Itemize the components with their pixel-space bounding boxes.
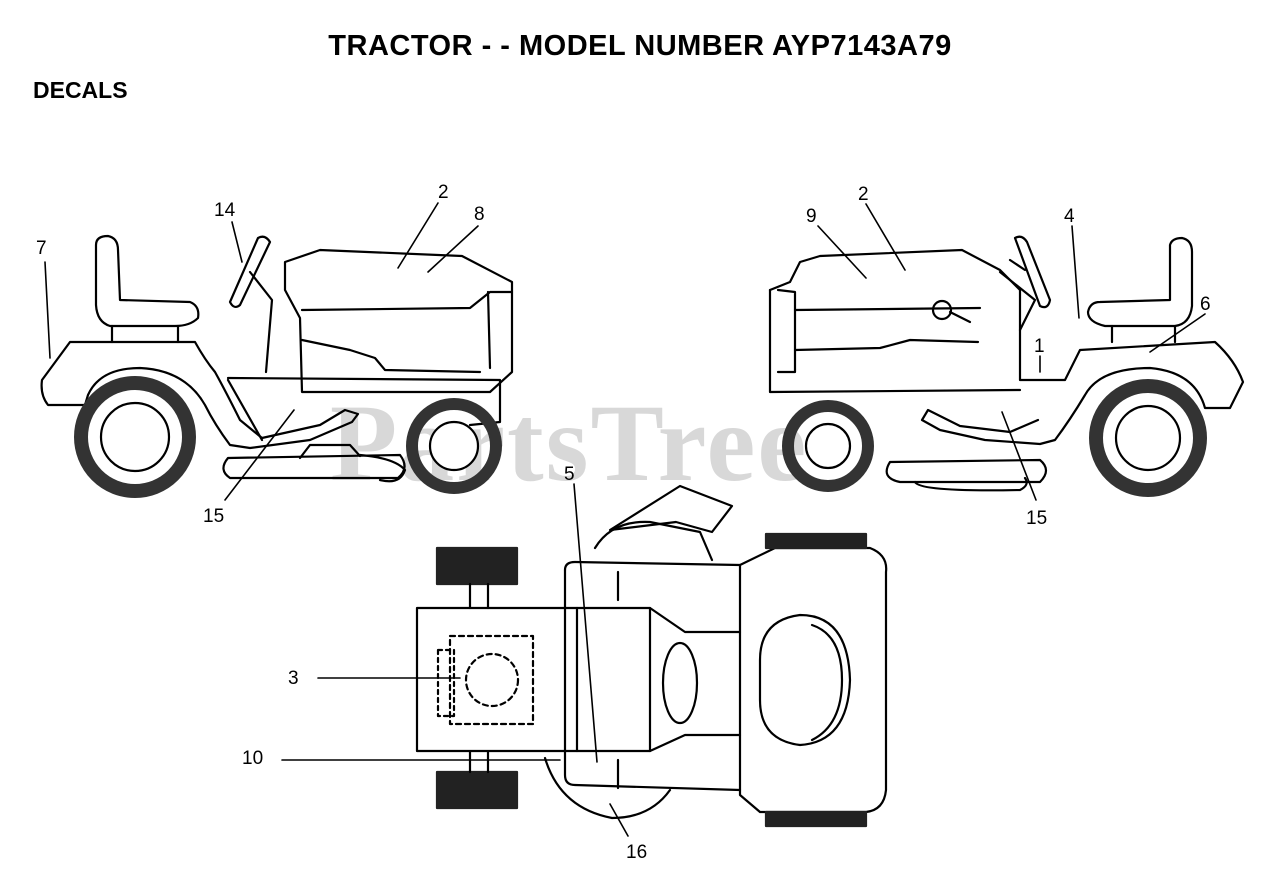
callout-label: 4 [1064,206,1075,227]
tractor-right-side-view [768,235,1245,497]
tractor-top-view [415,484,888,828]
callout-label: 15 [203,506,224,527]
callout-label: 16 [626,842,647,863]
callout-label: 8 [474,204,485,225]
callout-label: 3 [288,668,299,689]
section-label: DECALS [33,77,128,103]
tractor-left-side-view [40,234,514,498]
callout-label: 2 [858,184,869,205]
callout-label: 1 [1034,336,1045,357]
callout-label: 7 [36,238,47,259]
callout-label: 9 [806,206,817,227]
callout-label: 2 [438,182,449,203]
callout-label: 14 [214,200,236,221]
callout-label: 6 [1200,294,1211,315]
callout-label: 5 [564,464,575,485]
callout-label: 10 [242,748,263,769]
page-title: TRACTOR - - MODEL NUMBER AYP7143A79 [328,30,952,62]
callout-label: 15 [1026,508,1047,529]
